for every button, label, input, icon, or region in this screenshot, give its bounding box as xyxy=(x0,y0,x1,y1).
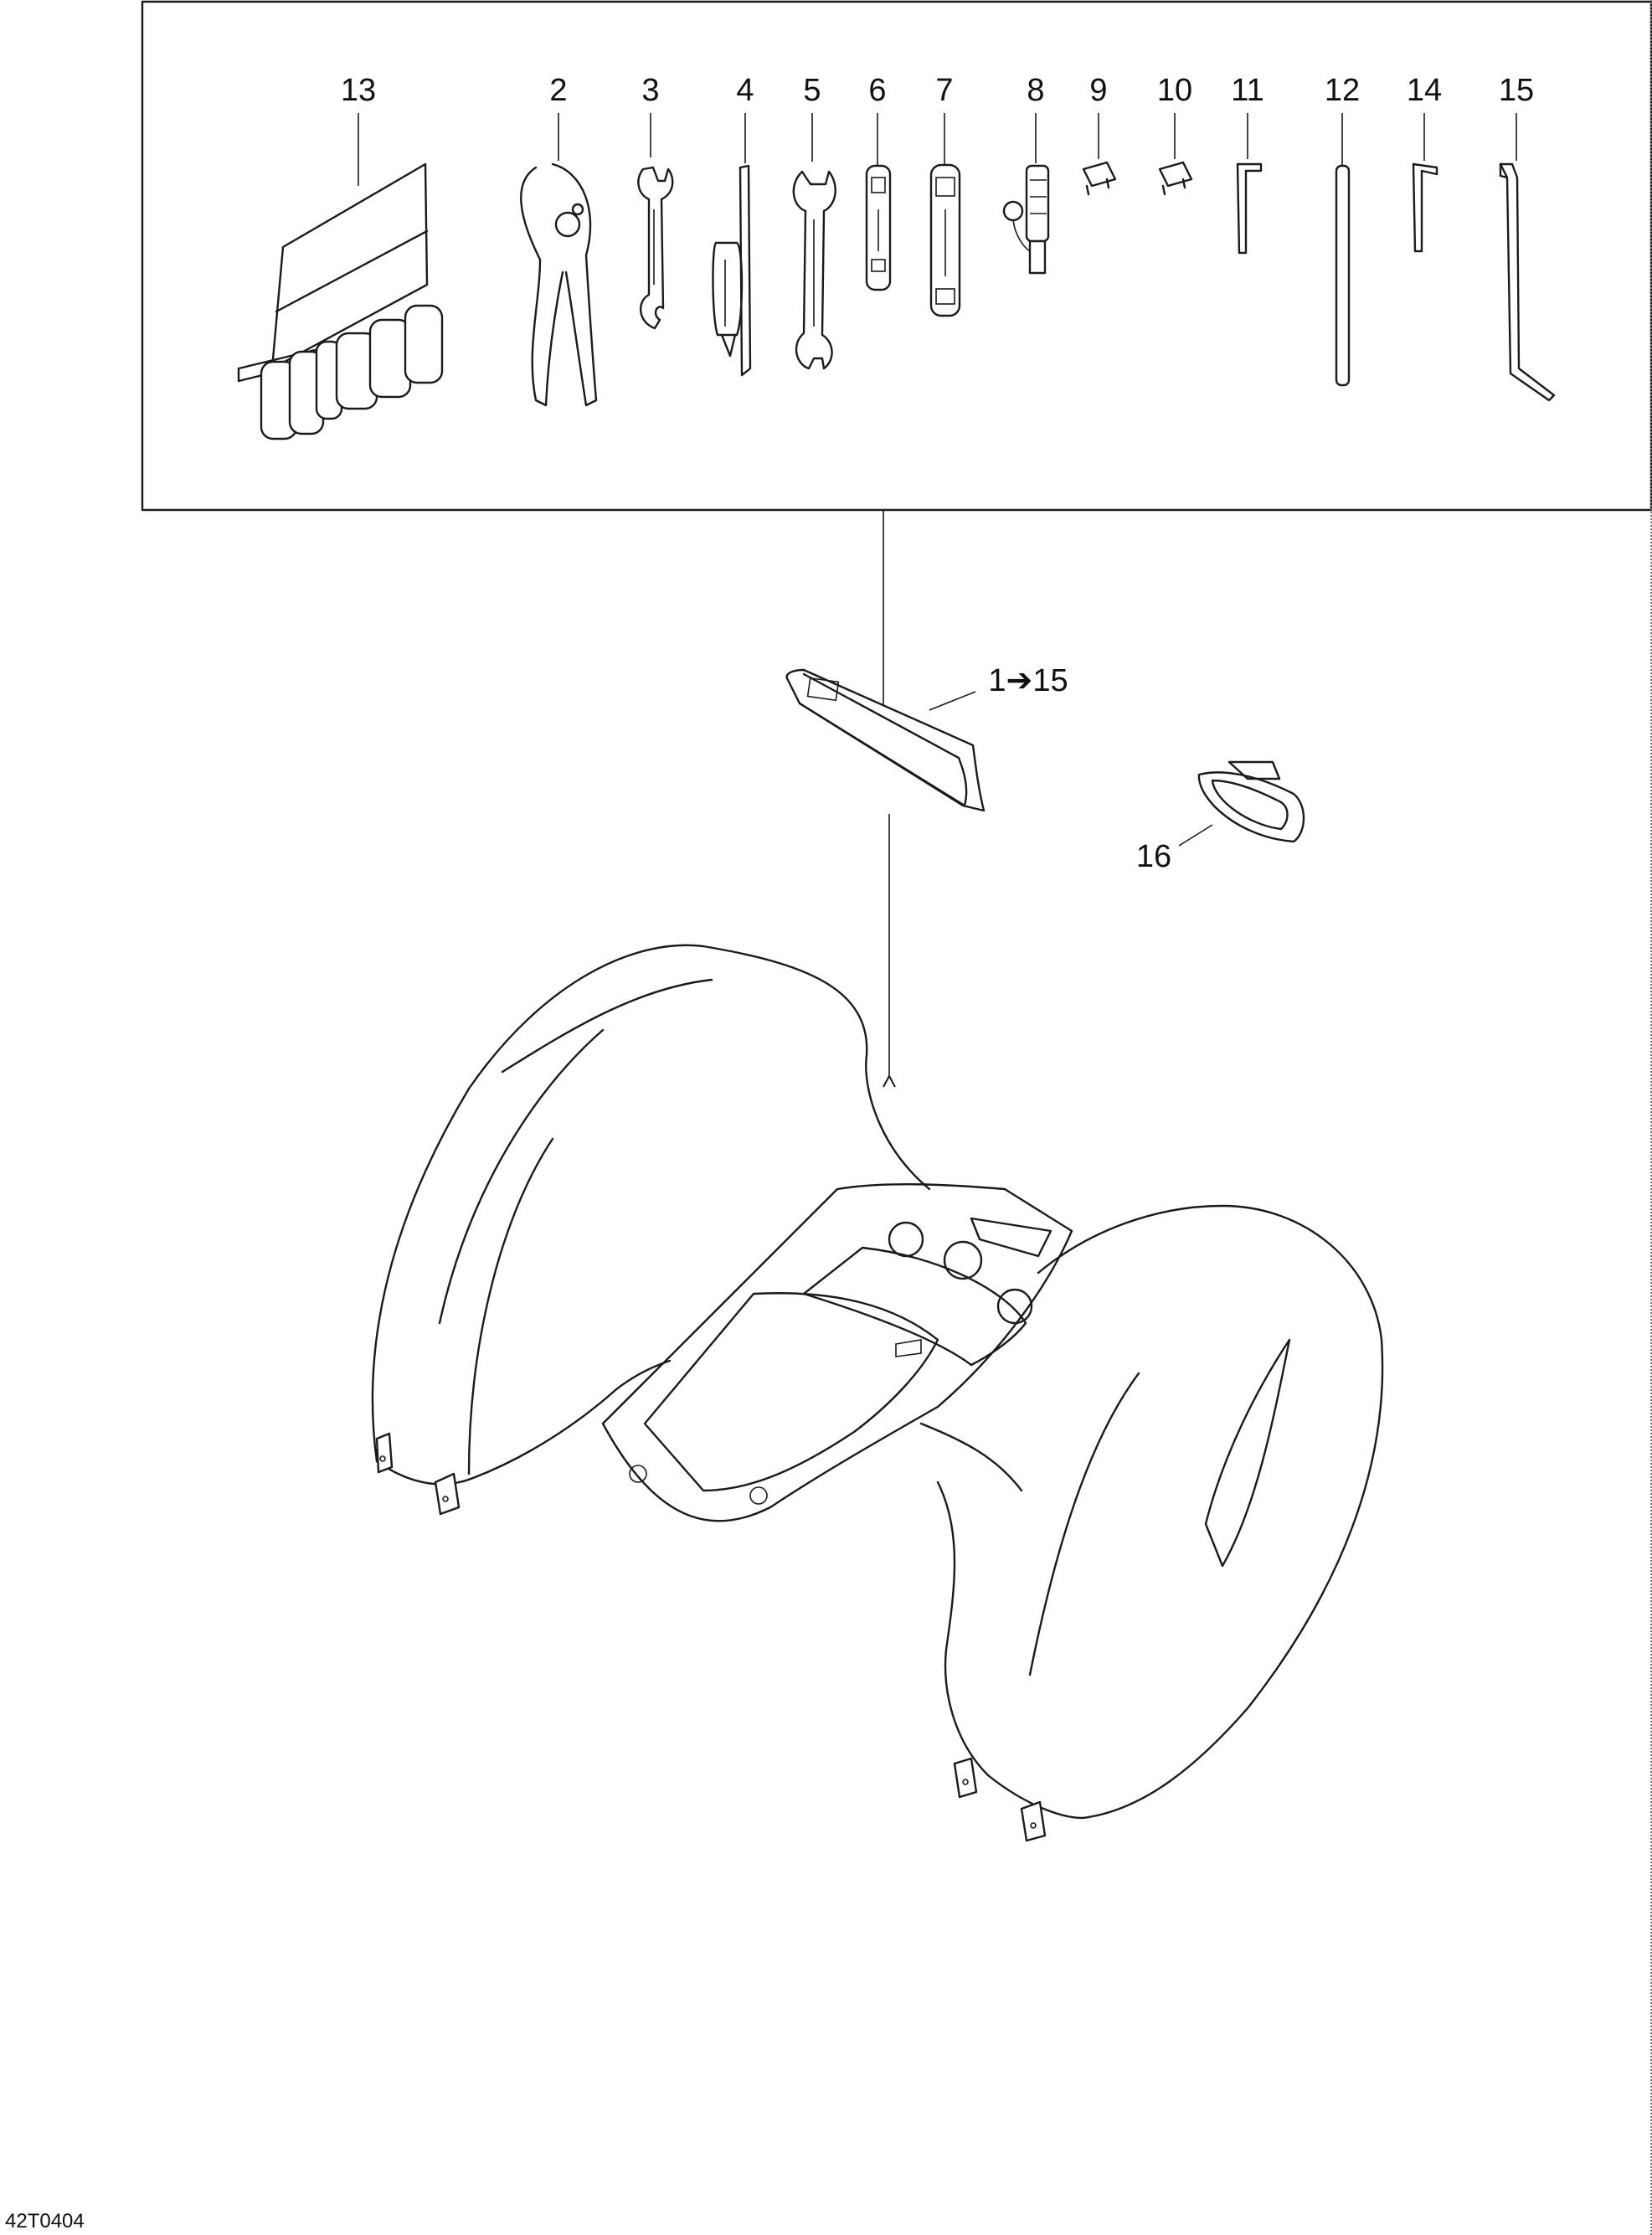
callout-10: 10 xyxy=(1157,73,1192,108)
wrench-part-3 xyxy=(637,166,674,330)
leader-lines xyxy=(358,113,1517,847)
callout-15: 15 xyxy=(1499,73,1534,108)
fuse-part-9 xyxy=(1082,161,1117,196)
tool-pouch-part-13 xyxy=(237,162,444,440)
tool-bag-part-1-15 xyxy=(785,668,986,812)
callout-8: 8 xyxy=(1027,73,1044,108)
reference-code: 42T0404 xyxy=(5,2210,85,2232)
callout-5: 5 xyxy=(803,73,821,108)
callout-6: 6 xyxy=(868,73,886,108)
rod-part-12 xyxy=(1335,164,1351,387)
callout-2: 2 xyxy=(549,73,567,108)
socket-wrench-part-7 xyxy=(929,163,961,317)
hex-key-part-14 xyxy=(1412,162,1438,253)
callout-kit-range: 1➔15 xyxy=(988,663,1068,698)
socket-wrench-part-6 xyxy=(865,164,892,291)
page-edge-divider xyxy=(1647,0,1652,2235)
callout-11: 11 xyxy=(1231,73,1263,108)
callout-9: 9 xyxy=(1089,73,1107,108)
fuse-part-10 xyxy=(1158,161,1193,196)
pliers-part-2 xyxy=(520,162,598,407)
callout-3: 3 xyxy=(641,73,659,108)
callout-14: 14 xyxy=(1407,73,1442,108)
callout-4: 4 xyxy=(736,73,754,108)
callout-7: 7 xyxy=(935,73,953,108)
callout-16: 16 xyxy=(1136,839,1171,874)
screwdriver-part-4 xyxy=(712,164,752,377)
arrow-head-icon xyxy=(883,1074,896,1088)
rear-fender-part xyxy=(371,944,1384,1842)
bar-tool-part-15 xyxy=(1499,162,1556,402)
hex-key-part-11 xyxy=(1236,162,1263,255)
callout-13: 13 xyxy=(341,73,376,108)
wrench-part-5 xyxy=(792,170,836,370)
callout-12: 12 xyxy=(1325,73,1360,108)
strap-part-16 xyxy=(1197,760,1305,843)
pressure-gauge-part-8 xyxy=(1002,164,1050,275)
